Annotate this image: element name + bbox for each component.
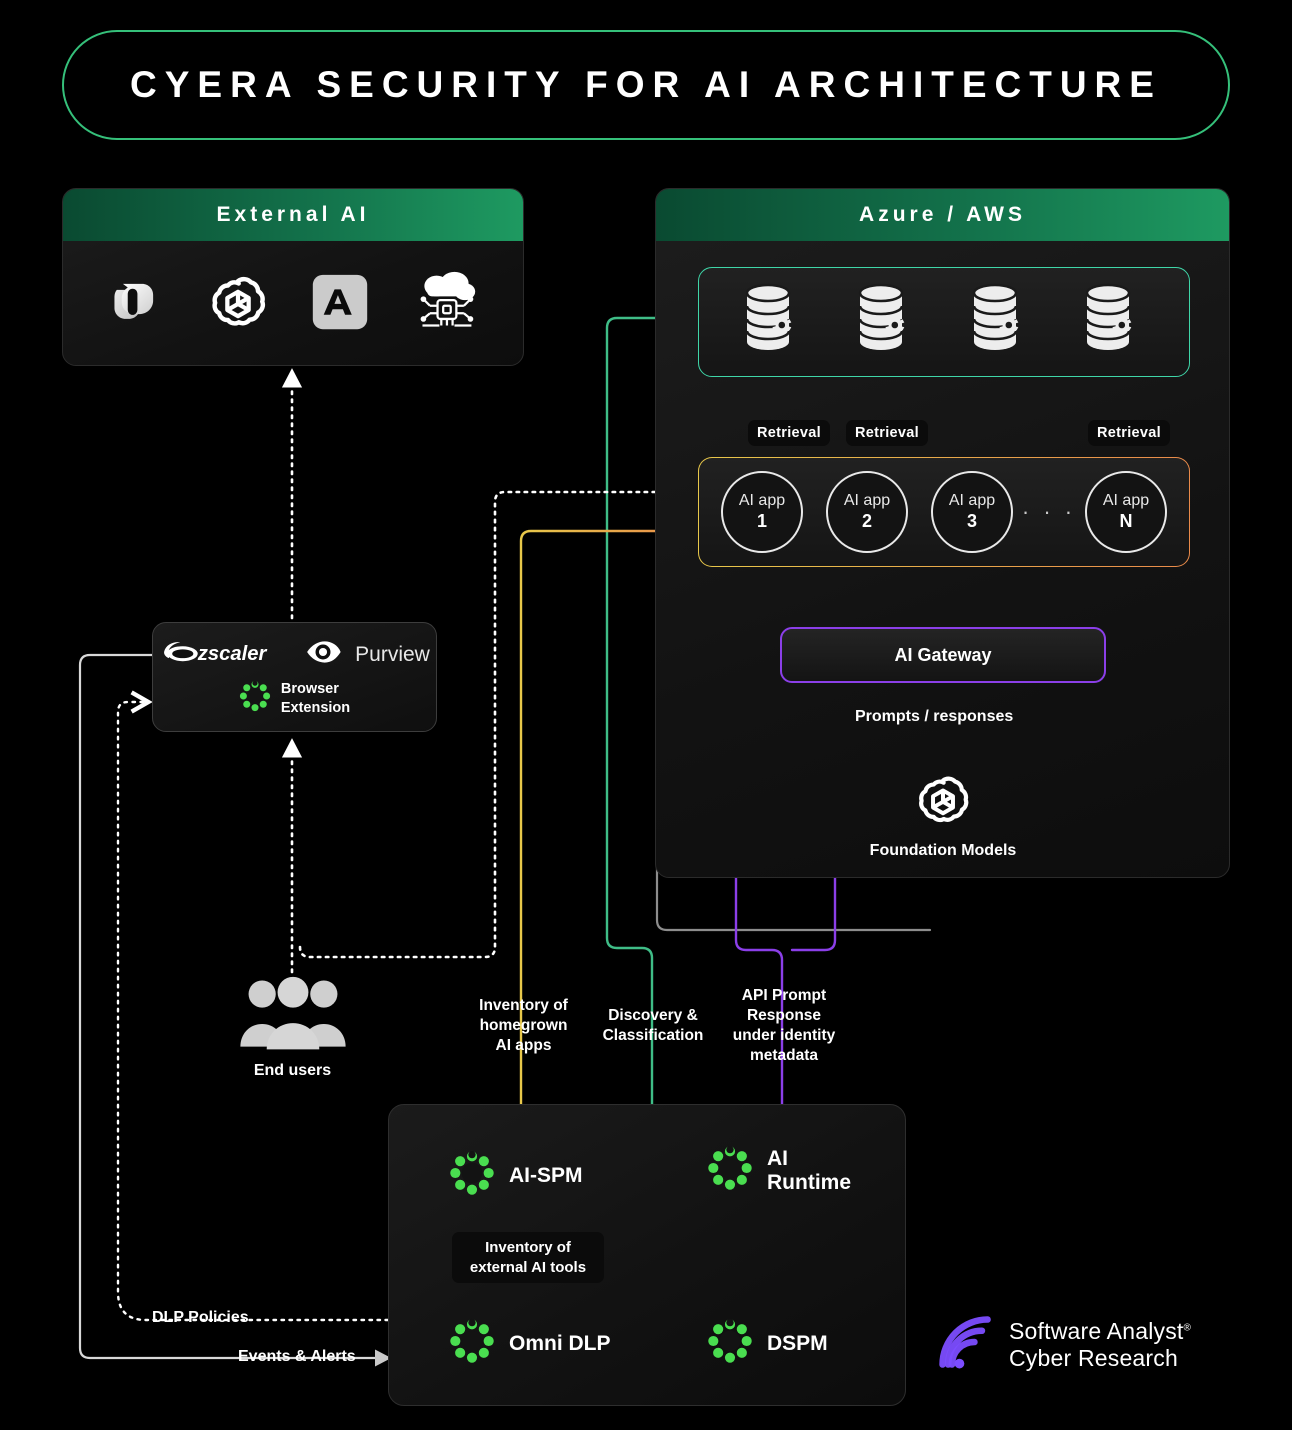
wifi-arc-icon (935, 1312, 997, 1377)
ai-app-3[interactable]: AI app 3 (931, 471, 1013, 553)
database-gear-icon-2 (853, 281, 921, 364)
ai-app-2-number: 2 (861, 510, 872, 531)
purview-label: Purview (355, 642, 430, 666)
openai-logo-foundation (914, 776, 972, 833)
retrieval-chip-3: Retrieval (1088, 420, 1170, 446)
end-users-group: End users (215, 975, 370, 1080)
software-analyst-text: Software Analyst® Cyber Research (1009, 1318, 1192, 1371)
product-dspm[interactable]: DSPM (707, 1318, 828, 1369)
cyera-logo-browser-extension (239, 680, 271, 717)
retrieval-chip-2: Retrieval (846, 420, 928, 446)
svg-text:zscaler: zscaler (197, 643, 268, 665)
purview-logo (305, 637, 341, 672)
product-omni-dlp[interactable]: Omni DLP (449, 1318, 611, 1369)
ai-app-1-label: AI app (738, 492, 786, 510)
database-gear-icon-4 (1080, 281, 1148, 364)
browser-extension-box: zscaler Purview (152, 622, 437, 732)
cyera-logo-omni-dlp (449, 1318, 495, 1369)
cyera-logo-dspm (707, 1318, 753, 1369)
database-gear-icon-3 (967, 281, 1035, 364)
ai-app-3-label: AI app (948, 492, 996, 510)
events-alerts-label: Events & Alerts (238, 1348, 356, 1365)
ai-app-n-number: N (1119, 510, 1133, 531)
databases-group (698, 267, 1190, 377)
database-gear-icon-1 (740, 281, 808, 364)
cloud-header: Azure / AWS (656, 189, 1229, 241)
ai-app-1-number: 1 (756, 510, 767, 531)
cyera-logo-ai-spm (449, 1150, 495, 1201)
users-icon (238, 976, 348, 1057)
ai-app-3-number: 3 (966, 510, 977, 531)
ai-apps-ellipsis: · · · (1021, 499, 1077, 524)
api-prompt-response-label: API Prompt Response under identity metad… (732, 987, 836, 1065)
ai-app-2-label: AI app (843, 492, 891, 510)
prompts-responses-label: Prompts / responses (855, 708, 1014, 725)
microsoft-copilot-logo (106, 273, 164, 336)
end-users-label: End users (253, 1062, 332, 1079)
browser-extension-label: Browser Extension (280, 681, 351, 716)
cloud-panel: Azure / AWS (655, 188, 1230, 878)
discovery-classification-label: Discovery & Classification (602, 1007, 704, 1045)
ai-app-2[interactable]: AI app 2 (826, 471, 908, 553)
anthropic-logo (311, 273, 369, 336)
external-ai-panel: External AI (62, 188, 524, 366)
inventory-external-tools-chip: Inventory of external AI tools (452, 1232, 604, 1283)
product-omni-dlp-label: Omni DLP (509, 1331, 611, 1355)
external-ai-header: External AI (63, 189, 523, 241)
ai-app-1[interactable]: AI app 1 (721, 471, 803, 553)
product-ai-runtime[interactable]: AI Runtime (707, 1145, 851, 1196)
ai-gateway-label: AI Gateway (894, 644, 992, 665)
product-ai-spm[interactable]: AI-SPM (449, 1150, 583, 1201)
foundation-models-label: Foundation Models (869, 842, 1017, 859)
ai-gateway-box[interactable]: AI Gateway (780, 627, 1106, 683)
cloud-ai-chip-icon (412, 270, 480, 339)
ai-apps-group: AI app 1 AI app 2 AI app 3 · · · AI app … (698, 457, 1190, 567)
foundation-models-group: Foundation Models (780, 771, 1106, 860)
software-analyst-logo: Software Analyst® Cyber Research (935, 1312, 1191, 1377)
retrieval-chip-1: Retrieval (748, 420, 830, 446)
dlp-policies-label: DLP Policies (152, 1309, 249, 1326)
inventory-homegrown-label: Inventory of homegrown AI apps (479, 997, 568, 1055)
product-ai-runtime-label: AI Runtime (767, 1146, 851, 1194)
product-dspm-label: DSPM (767, 1331, 828, 1355)
openai-logo (207, 271, 269, 338)
zscaler-logo: zscaler (159, 637, 291, 672)
product-ai-spm-label: AI-SPM (509, 1163, 583, 1187)
ai-app-n-label: AI app (1102, 492, 1150, 510)
page-title: CYERA SECURITY FOR AI ARCHITECTURE (130, 64, 1162, 105)
cyera-logo-ai-runtime (707, 1145, 753, 1196)
ai-app-n[interactable]: AI app N (1085, 471, 1167, 553)
page-title-pill: CYERA SECURITY FOR AI ARCHITECTURE (62, 30, 1230, 140)
